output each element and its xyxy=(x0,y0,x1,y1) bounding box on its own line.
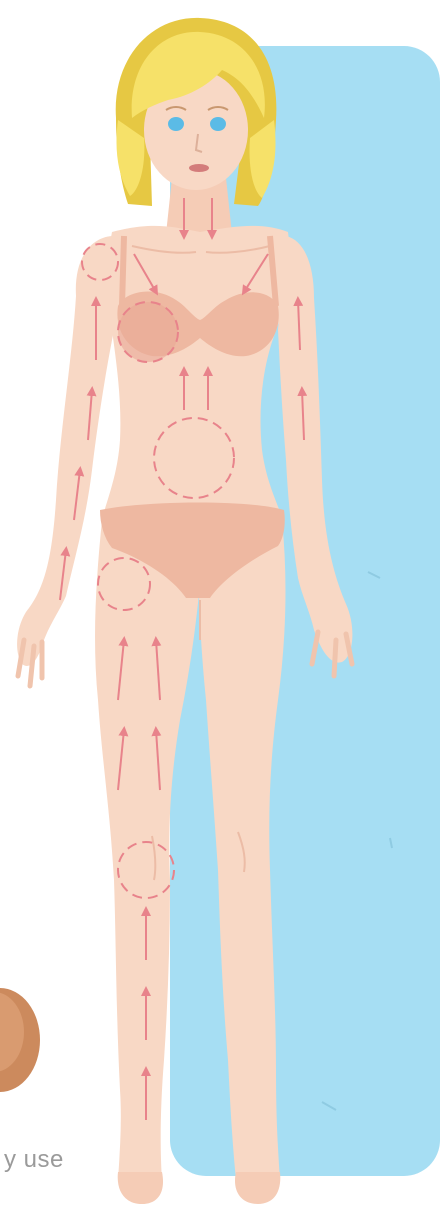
torso xyxy=(104,226,289,512)
right-eye xyxy=(210,117,226,131)
chest-circular-arrow-icon xyxy=(118,302,178,362)
lips xyxy=(189,164,209,172)
left-eye xyxy=(168,117,184,131)
feet xyxy=(118,1172,281,1204)
caption-text: y use xyxy=(4,1146,64,1174)
